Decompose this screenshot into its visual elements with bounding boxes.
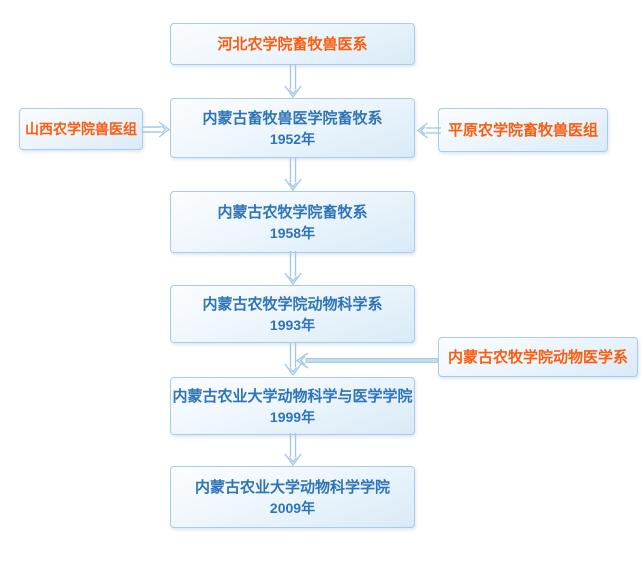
node-label: 内蒙古农业大学动物科学学院 [194,478,390,496]
node-year: 2009年 [269,499,316,516]
flow-node-1993: 内蒙古农牧学院动物科学系 1993年 [170,285,415,343]
node-year: 1993年 [269,316,316,333]
flow-node-1999: 内蒙古农业大学动物科学与医学学院 1999年 [170,377,415,435]
node-label: 内蒙古农牧学院动物科学系 [202,295,383,313]
flow-node-origin: 河北农学院畜牧兽医系 [170,23,415,65]
merge-node-pingyuan: 平原农学院畜牧兽医组 [438,108,608,152]
flow-node-1958: 内蒙古农牧学院畜牧系 1958年 [170,191,415,253]
arrow-down-icon [284,251,302,285]
arrow-down-icon [284,342,302,376]
flow-node-1952: 内蒙古畜牧兽医学院畜牧系 1952年 [170,98,415,158]
arrow-down-icon [284,64,302,98]
node-label: 内蒙古农牧学院畜牧系 [217,203,368,221]
node-label: 河北农学院畜牧兽医系 [217,35,368,53]
node-year: 1958年 [269,224,316,241]
node-year: 1999年 [269,408,316,425]
arrow-left-long-icon [296,352,438,369]
node-label: 平原农学院畜牧兽医组 [447,121,598,139]
node-label: 内蒙古农牧学院动物医学系 [447,348,628,366]
arrow-left-icon [417,122,441,139]
merge-node-shanxi: 山西农学院兽医组 [19,108,143,150]
arrow-right-icon [142,121,170,138]
node-year: 1952年 [269,130,316,147]
node-label: 内蒙古农业大学动物科学与医学学院 [172,387,413,405]
merge-node-animal-medicine: 内蒙古农牧学院动物医学系 [438,337,638,377]
node-label: 内蒙古畜牧兽医学院畜牧系 [202,109,383,127]
flow-node-2009: 内蒙古农业大学动物科学学院 2009年 [170,466,415,528]
arrow-down-icon [284,433,302,466]
arrow-down-icon [284,157,302,191]
node-label: 山西农学院兽医组 [25,121,137,137]
